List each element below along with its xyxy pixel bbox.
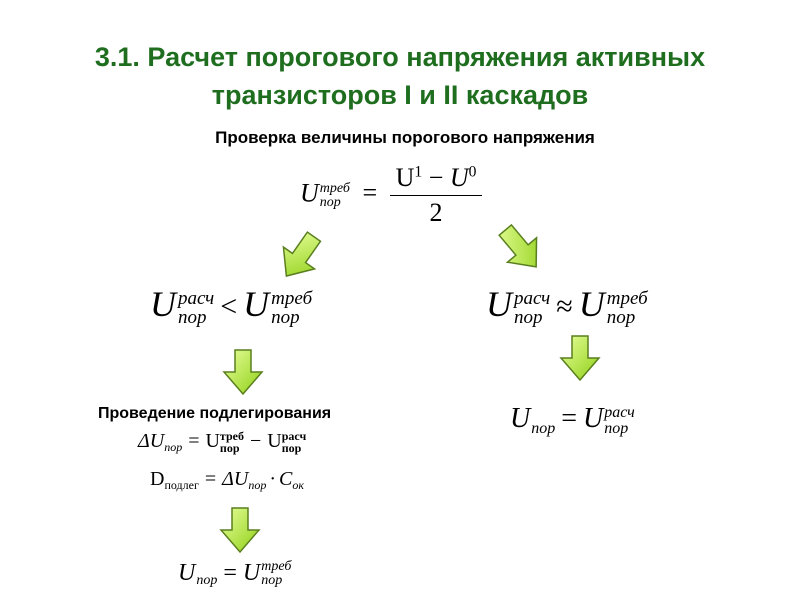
arrow-down-bottom-icon (219, 507, 261, 554)
arrow-down-middle-left-icon (222, 349, 264, 396)
formula-top-numerator: U1 − U0 (389, 163, 483, 196)
section-label-doping: Проведение подлегирования (98, 405, 332, 422)
formula-top: U треб пор = U1 − U0 2 (300, 163, 483, 228)
formula-right-result: U пор =U расч пор (510, 403, 635, 437)
formula-left-comparison: U расч пор <U треб пор (150, 284, 313, 328)
arrow-down-left-icon (282, 231, 322, 277)
formula-top-eq: = (362, 178, 378, 208)
formula-top-sup: треб (319, 180, 350, 196)
formula-bottom: U пор =U треб пор (178, 559, 292, 589)
arrow-down-middle-right-icon (559, 335, 601, 382)
formula-top-u: U (300, 178, 319, 208)
slide-title: 3.1. Расчет порогового напряжения активн… (0, 38, 800, 114)
formula-right-comparison: U расч пор ≈U треб пор (486, 284, 648, 328)
subtitle: Проверка величины порогового напряжения (215, 128, 595, 147)
title-line-2: транзисторов I и II каскадов (211, 80, 589, 110)
arrow-down-right-icon (498, 223, 538, 268)
formula-top-fraction: U1 − U0 2 (389, 163, 483, 228)
formula-dose: D подлег =ΔU пор ·C ок (150, 468, 304, 493)
title-line-1: 3.1. Расчет порогового напряжения активн… (94, 42, 706, 72)
formula-top-sub: пор (319, 194, 341, 210)
formula-delta: ΔU пор =U треб пор −U расч пор (138, 429, 307, 456)
formula-top-denominator: 2 (429, 198, 443, 227)
